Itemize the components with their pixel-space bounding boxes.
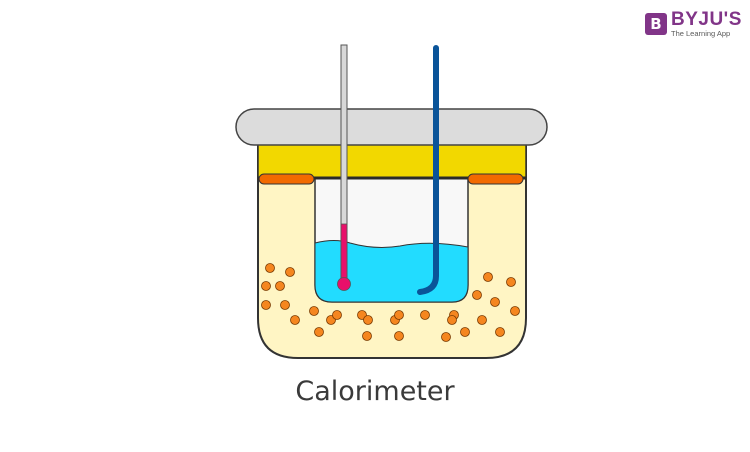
insulating-particles bbox=[261, 263, 520, 342]
water bbox=[314, 240, 469, 303]
logo-mark-icon: B bbox=[645, 12, 667, 35]
thermometer-bulb bbox=[337, 277, 351, 291]
thermometer-mercury bbox=[340, 223, 348, 281]
gasket-right bbox=[467, 173, 524, 185]
byjus-logo: B BYJU'S The Learning App bbox=[645, 10, 742, 38]
stirrer bbox=[417, 45, 439, 295]
insulation-band bbox=[257, 139, 527, 179]
lid bbox=[235, 108, 548, 146]
gasket-left bbox=[258, 173, 315, 185]
diagram-caption: Calorimeter bbox=[295, 376, 455, 407]
logo-subtitle: The Learning App bbox=[671, 29, 731, 38]
logo-title: BYJU'S bbox=[671, 9, 742, 30]
